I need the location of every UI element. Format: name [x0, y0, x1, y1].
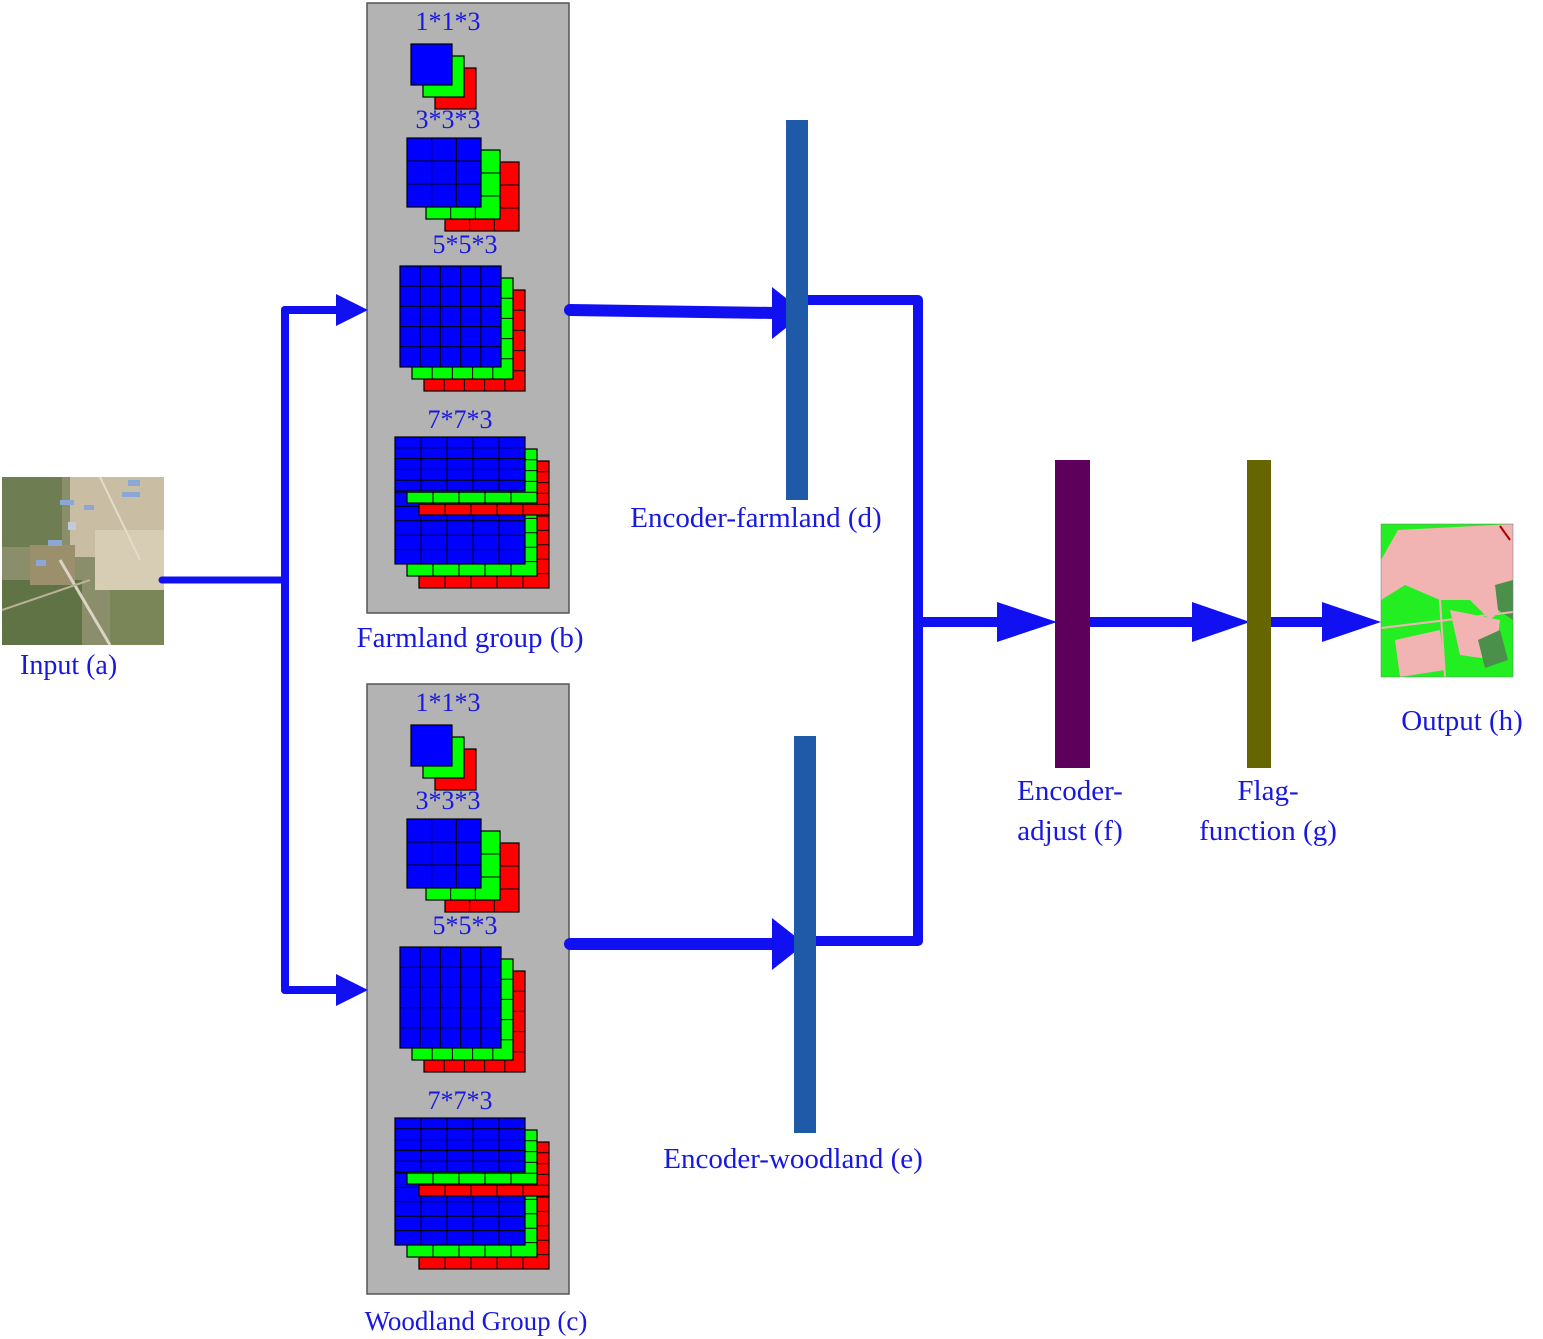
encoder-woodland-label: Encoder-woodland (e)	[663, 1143, 923, 1175]
farmland-group-label: Farmland group (b)	[356, 622, 583, 654]
arrowhead-woodland	[336, 974, 368, 1006]
encoder-woodland-bar	[794, 736, 816, 1133]
woodland-group-label: Woodland Group (c)	[365, 1306, 588, 1336]
woodland-kernel-3-label: 3*3*3	[416, 786, 481, 815]
farmland-kernel-stack	[394, 43, 550, 589]
woodland-kernel-1-label: 1*1*3	[416, 688, 481, 717]
farmland-kernel-1-label: 1*1*3	[416, 7, 481, 36]
woodland-kernel-7-label: 7*7*3	[428, 1086, 493, 1115]
encoder-farmland-bar	[786, 120, 808, 500]
connectors	[158, 295, 1330, 994]
input-label: Input (a)	[20, 650, 117, 681]
farmland-kernel-1-blue-layer	[410, 43, 453, 86]
input-image	[2, 477, 164, 645]
arrowhead-output	[1322, 602, 1381, 642]
encoder-adjust-label-line2: adjust (f)	[1017, 815, 1123, 847]
farmland-to-encoder-line	[564, 304, 781, 319]
output-image	[1380, 523, 1514, 678]
woodland-kernel-5-label: 5*5*3	[433, 911, 498, 940]
encoder-adjust-label-line1: Encoder-	[1017, 775, 1123, 807]
farmland-kernel-5-label: 5*5*3	[433, 230, 498, 259]
flag-function-label-line1: Flag-	[1237, 775, 1298, 807]
arrowhead-encoder-adjust	[997, 602, 1057, 642]
encoder-adjust-bar	[1055, 460, 1090, 768]
encoder-farmland-label: Encoder-farmland (d)	[630, 502, 881, 534]
flag-function-bar	[1247, 460, 1271, 768]
woodland-kernel-1-blue-layer	[410, 724, 453, 767]
merge-line	[800, 295, 923, 946]
woodland-kernel-3-blue-layer	[406, 818, 482, 889]
farmland-kernel-3-blue-layer	[406, 137, 482, 208]
arrowhead-encoder-woodland	[772, 918, 805, 970]
output-label: Output (h)	[1401, 705, 1523, 737]
arrowhead-flag-function	[1192, 602, 1250, 642]
woodland-kernel-7-upper-blue-layer	[394, 1117, 526, 1173]
farmland-kernel-7-label: 7*7*3	[428, 405, 493, 434]
woodland-kernel-stack	[394, 724, 550, 1270]
woodland-kernel-5-blue-layer	[399, 946, 502, 1049]
flag-function-label-line2: function (g)	[1199, 815, 1337, 847]
farmland-kernel-3-label: 3*3*3	[416, 105, 481, 134]
arrowhead-farmland	[336, 294, 368, 326]
farmland-kernel-7-upper-blue-layer	[394, 436, 526, 492]
farmland-kernel-5-blue-layer	[399, 265, 502, 368]
